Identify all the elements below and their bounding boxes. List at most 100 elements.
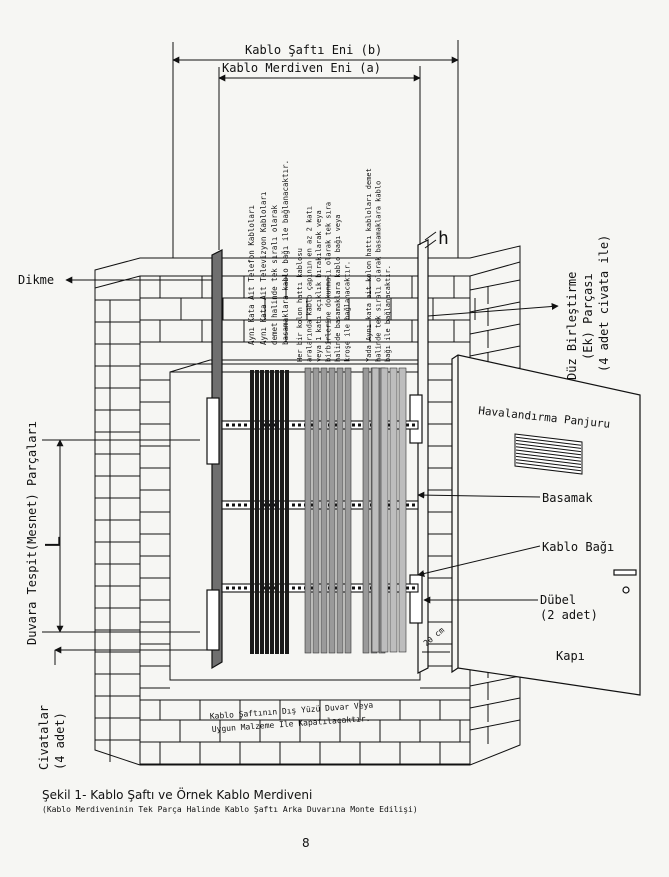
- rung-slot: [292, 503, 295, 507]
- door-lock: [622, 586, 630, 594]
- note-same-floor-line: halinde tek sıralı olarak basamaklara ka…: [375, 181, 383, 362]
- rung-slot: [268, 423, 271, 427]
- louver-slat: [515, 452, 582, 462]
- leader-lines: [54, 276, 559, 665]
- note-tv-line: basamaklara kablo bağı ile bağlanacaktır…: [281, 160, 290, 345]
- gray-cable: [312, 367, 320, 654]
- louver-slat: [515, 459, 582, 469]
- brick-course: [469, 323, 521, 335]
- gray-cable: [336, 367, 344, 654]
- louver-slat: [515, 446, 582, 456]
- dikme-label: Dikme: [18, 273, 54, 287]
- rung-slot: [334, 503, 337, 507]
- joint-bracket-right: [409, 394, 423, 444]
- wall-brackets-label: Duvara Tespit(Mesnet) Parçaları: [25, 421, 39, 645]
- brick-course: [469, 279, 521, 291]
- note-same-floor: Yada Aynı kata ait kolon hattı kabloları…: [365, 168, 392, 362]
- joint-label-2: (Ek) Parçası: [581, 273, 595, 360]
- page-number: 8: [302, 836, 310, 850]
- rung-slot: [232, 423, 235, 427]
- rung-slot: [406, 586, 409, 590]
- rung-slot: [358, 586, 361, 590]
- joint-label-1: Düz Birleştirme: [565, 272, 579, 380]
- rung-slot: [352, 586, 355, 590]
- dark-cable: [260, 370, 264, 654]
- rung-slot: [406, 503, 409, 507]
- anchor-label-2: (2 adet): [540, 608, 598, 622]
- bolts-label-2: (4 adet): [53, 712, 67, 770]
- rung-slot: [244, 503, 247, 507]
- wall-bracket-bottom: [206, 589, 220, 651]
- rung-slot: [244, 586, 247, 590]
- rung-slot: [292, 423, 295, 427]
- rung-slot: [310, 586, 313, 590]
- louver-slat: [515, 436, 582, 446]
- rung-slot: [268, 503, 271, 507]
- rung-slot: [298, 503, 301, 507]
- joint-bracket-right-low: [409, 574, 423, 624]
- figure-title: Şekil 1- Kablo Şaftı ve Örnek Kablo Merd…: [42, 786, 312, 802]
- note-tv-line: demet halinde tek sıralı olarak: [270, 205, 279, 345]
- note-tv-line: Aynı Kata Ait Televizyon Kabloları: [259, 191, 268, 345]
- rung-slot: [226, 423, 229, 427]
- louver-slat: [515, 449, 582, 459]
- ladder-width-label: Kablo Merdiven Eni (a): [222, 61, 381, 75]
- wall-bracket-top: [206, 397, 220, 465]
- note-riser-line: birbirlerine dokunmalı olarak tek sıra: [325, 202, 333, 362]
- gray-cable: [371, 367, 380, 653]
- cable-bundles: [250, 367, 407, 654]
- gray-cable: [398, 367, 407, 653]
- dark-cable: [275, 370, 279, 654]
- rung-slot: [412, 503, 415, 507]
- ladder-rung: [221, 420, 419, 430]
- louver-slat: [515, 455, 582, 465]
- rung-slot: [292, 586, 295, 590]
- rung-slot: [238, 423, 241, 427]
- rung-slot: [352, 503, 355, 507]
- rung-slot: [388, 503, 391, 507]
- dark-cable: [255, 370, 259, 654]
- gray-cable: [304, 367, 312, 654]
- shaft-width-label: Kablo Şaftı Eni (b): [245, 43, 382, 57]
- rung-slot: [310, 503, 313, 507]
- rung-slot: [310, 423, 313, 427]
- note-riser-line: Her bir kolon hattı kablosu: [296, 248, 304, 362]
- note-riser-line: kroşe ile bağlanacaktır.: [344, 261, 352, 362]
- brick-wall: [94, 245, 521, 766]
- note-phone: Aynı Kata Ait Telefon Kabloları: [247, 205, 256, 345]
- rung-slot: [238, 586, 241, 590]
- note-riser-line: veya 1 katı açıklık bırakılarak veya: [315, 210, 323, 362]
- rung-slot: [232, 503, 235, 507]
- rung-slot: [388, 586, 391, 590]
- shaft-door: [451, 354, 641, 696]
- note-riser-line: halinde basamaklara kablo bağı veya: [334, 214, 342, 362]
- rung-slot: [334, 586, 337, 590]
- note-same-floor-line: Yada Aynı kata ait kolon hattı kabloları…: [365, 168, 373, 362]
- louver-slat: [515, 462, 582, 472]
- rung-slot: [388, 423, 391, 427]
- door-handle: [613, 569, 637, 576]
- ladder-rung: [221, 500, 419, 510]
- brick-course: [469, 697, 521, 709]
- rung-label: Basamak: [542, 491, 593, 505]
- gray-cable: [344, 367, 352, 654]
- rung-slot: [226, 503, 229, 507]
- brick-course: [469, 345, 521, 357]
- rung-slot: [406, 423, 409, 427]
- rung-slot: [298, 586, 301, 590]
- dark-cable: [285, 370, 289, 654]
- ladder-right-rail: [417, 239, 429, 674]
- note-riser-line: aralarında kablo çapının en az 2 katı: [306, 206, 314, 362]
- rung-slot: [232, 586, 235, 590]
- ventilation-louver: [514, 433, 583, 475]
- rung-slot: [412, 586, 415, 590]
- gray-cable: [380, 367, 389, 653]
- door-label: Kapı: [556, 649, 585, 663]
- h-label: h: [438, 228, 449, 249]
- dark-cable: [280, 370, 284, 654]
- dark-cable: [250, 370, 254, 654]
- louver-slat: [515, 443, 582, 453]
- rung-slot: [358, 503, 361, 507]
